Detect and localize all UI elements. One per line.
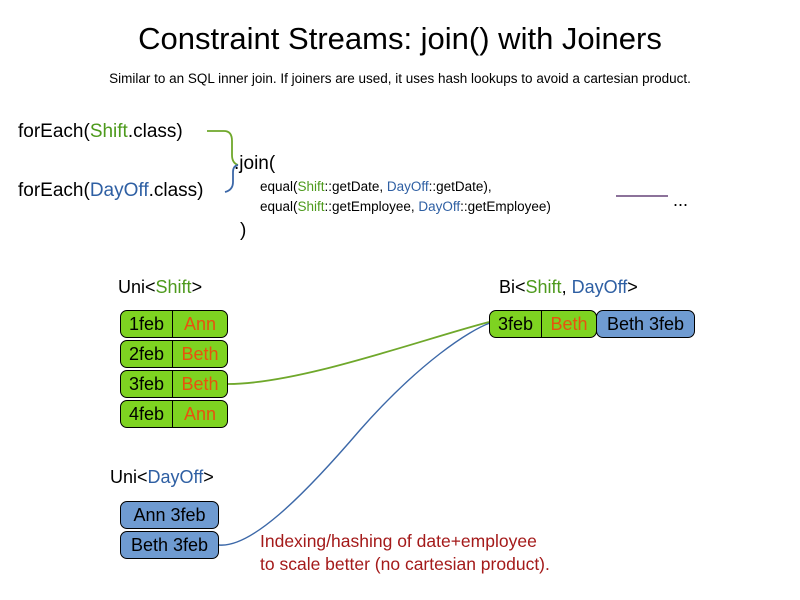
shift-fact-row: 4feb Ann [120,400,228,428]
shift-fact-employee: Ann [183,314,217,334]
code-foreach-shift-prefix: forEach( [18,121,90,142]
bi-fact-employee: Beth [550,314,588,334]
bi-fact-shift-part: 3feb Beth [489,310,597,338]
code-joiner-1-right-ref: ::getDate), [428,179,492,194]
label-uni-shift: Uni<Shift> [118,275,202,299]
label-uni-shift-type: Shift [155,277,192,297]
code-ellipsis: ... [673,190,689,210]
code-join-close: ) [240,220,247,241]
dayoff-fact-row: Ann 3feb [120,501,219,529]
code-joiner-2-right-type: DayOff [418,199,461,214]
code-foreach-dayoff-type: DayOff [89,180,149,201]
code-foreach-dayoff-prefix: forEach( [18,180,90,201]
label-bi-shift-dayoff: Bi<Shift, DayOff> [499,275,638,299]
slide-title: Constraint Streams: join() with Joiners [138,21,662,56]
code-join-open: .join( [234,153,276,174]
code-foreach-shift: forEach(Shift.class) [18,120,183,144]
code-joiner-1-left-type: Shift [297,179,325,194]
code-joiner-1-right-type: DayOff [386,179,429,194]
label-bi-suffix: > [627,277,638,297]
shift-fact-employee: Beth [181,374,219,394]
label-bi-prefix: Bi< [499,277,526,297]
code-joiner-1-prefix: equal( [260,179,298,194]
dayoff-fact-row: Beth 3feb [120,531,219,559]
annotation-line-1: Indexing/hashing of date+employee [260,531,537,551]
annotation-note: Indexing/hashing of date+employee to sca… [260,530,550,576]
code-joiner-1-left-ref: ::getDate, [324,179,387,194]
shift-fact-row: 2feb Beth [120,340,228,368]
code-foreach-dayoff: forEach(DayOff.class) [18,179,204,203]
bi-fact-row: 3feb Beth Beth 3feb [489,310,695,338]
code-joiner-2-left-ref: ::getEmployee, [324,199,419,214]
label-bi-separator: , [561,277,572,297]
bi-fact-dayoff-part: Beth 3feb [596,310,695,338]
wire-shift-fact-to-bi [227,321,490,385]
code-foreach-shift-type: Shift [89,121,128,142]
shift-fact-date: 4feb [121,401,173,427]
shift-fact-employee: Beth [181,344,219,364]
code-joiner-2-right-ref: ::getEmployee) [460,199,551,214]
shift-fact-employee: Ann [183,404,217,424]
label-bi-type-a: Shift [525,277,562,297]
code-joiner-2-left-type: Shift [297,199,325,214]
shift-fact-date: 3feb [121,371,173,397]
code-joiner-1: equal(Shift::getDate, DayOff::getDate), [260,178,492,196]
code-joiner-2-prefix: equal( [260,199,298,214]
label-uni-dayoff-prefix: Uni< [110,467,148,487]
label-bi-type-b: DayOff [571,277,628,297]
code-foreach-shift-suffix: .class) [127,121,183,142]
label-uni-dayoff-type: DayOff [147,467,204,487]
shift-fact-row: 3feb Beth [120,370,228,398]
slide-subtitle: Similar to an SQL inner join. If joiners… [109,71,691,86]
shift-fact-date: 1feb [121,311,173,337]
label-uni-dayoff: Uni<DayOff> [110,465,214,489]
code-foreach-dayoff-suffix: .class) [148,180,204,201]
label-uni-shift-suffix: > [191,277,203,297]
bi-fact-date: 3feb [490,311,542,337]
wire-dayoff-fact-to-bi [218,322,491,546]
label-uni-shift-prefix: Uni< [118,277,156,297]
code-joiner-2: equal(Shift::getEmployee, DayOff::getEmp… [260,198,551,216]
annotation-line-2: to scale better (no cartesian product). [260,554,550,574]
shift-fact-row: 1feb Ann [120,310,228,338]
shift-fact-date: 2feb [121,341,173,367]
label-uni-dayoff-suffix: > [203,467,214,487]
